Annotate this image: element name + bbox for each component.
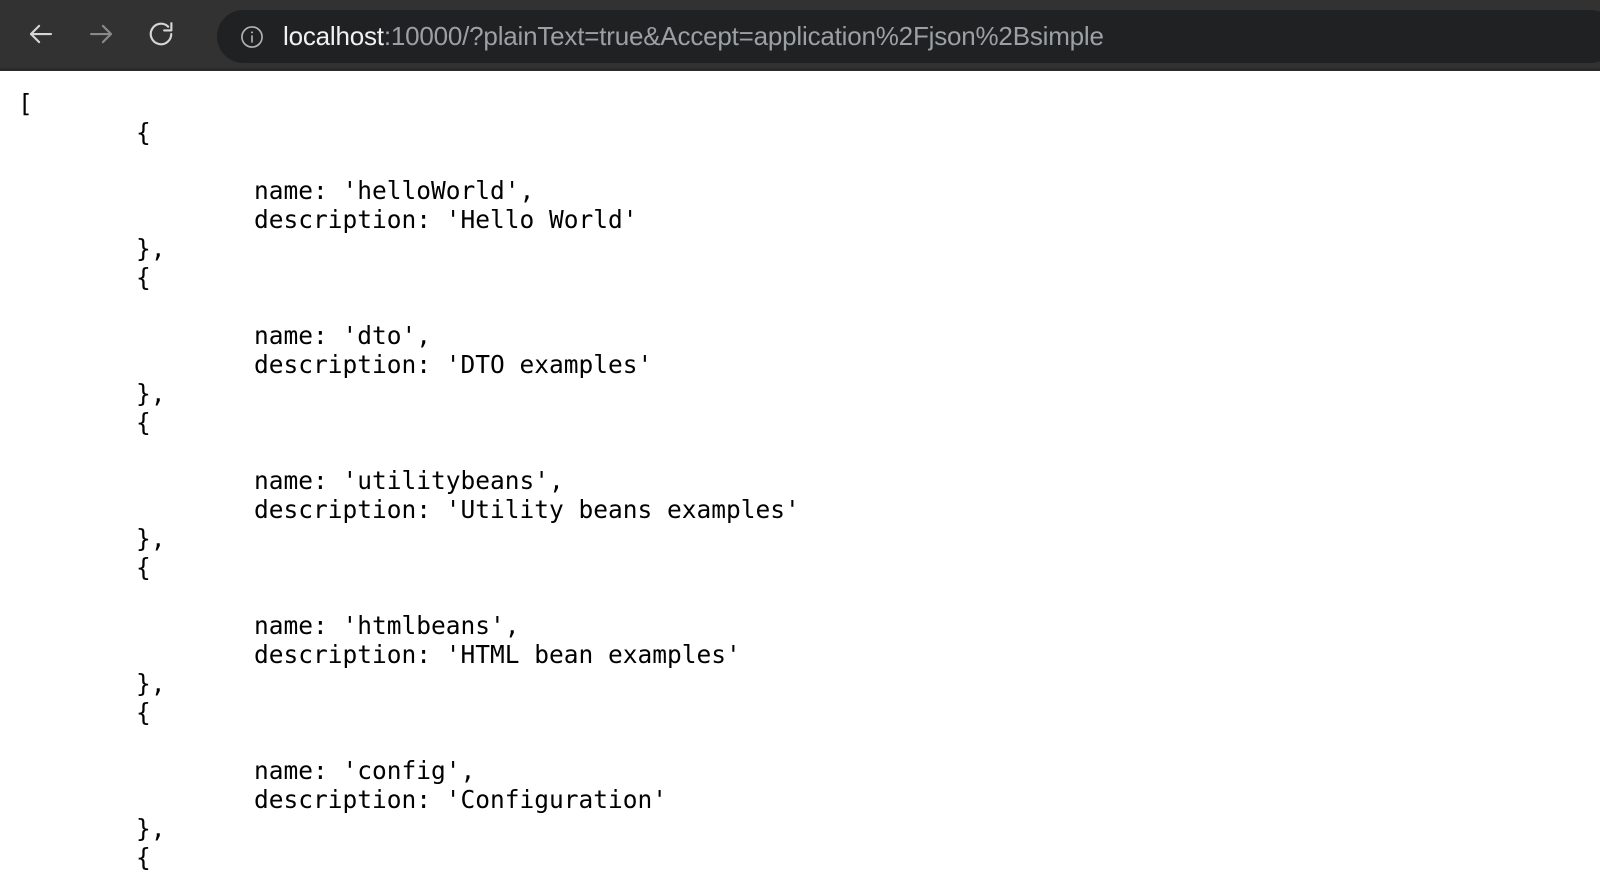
address-bar[interactable]: localhost:10000/?plainText=true&Accept=a… (217, 10, 1600, 63)
browser-toolbar: localhost:10000/?plainText=true&Accept=a… (0, 0, 1600, 71)
url-host: localhost (283, 21, 384, 51)
page-content-area: [ { name: 'helloWorld', description: 'He… (0, 71, 1600, 896)
back-button[interactable] (12, 5, 70, 63)
forward-button[interactable] (72, 5, 130, 63)
info-circle-icon[interactable] (239, 24, 265, 50)
url-path-query: :10000/?plainText=true&Accept=applicatio… (383, 21, 1104, 51)
reload-button[interactable] (132, 5, 190, 63)
arrow-right-icon (86, 19, 116, 49)
address-bar-text[interactable]: localhost:10000/?plainText=true&Accept=a… (283, 10, 1104, 63)
arrow-left-icon (26, 19, 56, 49)
reload-icon (146, 19, 176, 49)
plain-text-json-body: [ { name: 'helloWorld', description: 'He… (18, 89, 800, 872)
